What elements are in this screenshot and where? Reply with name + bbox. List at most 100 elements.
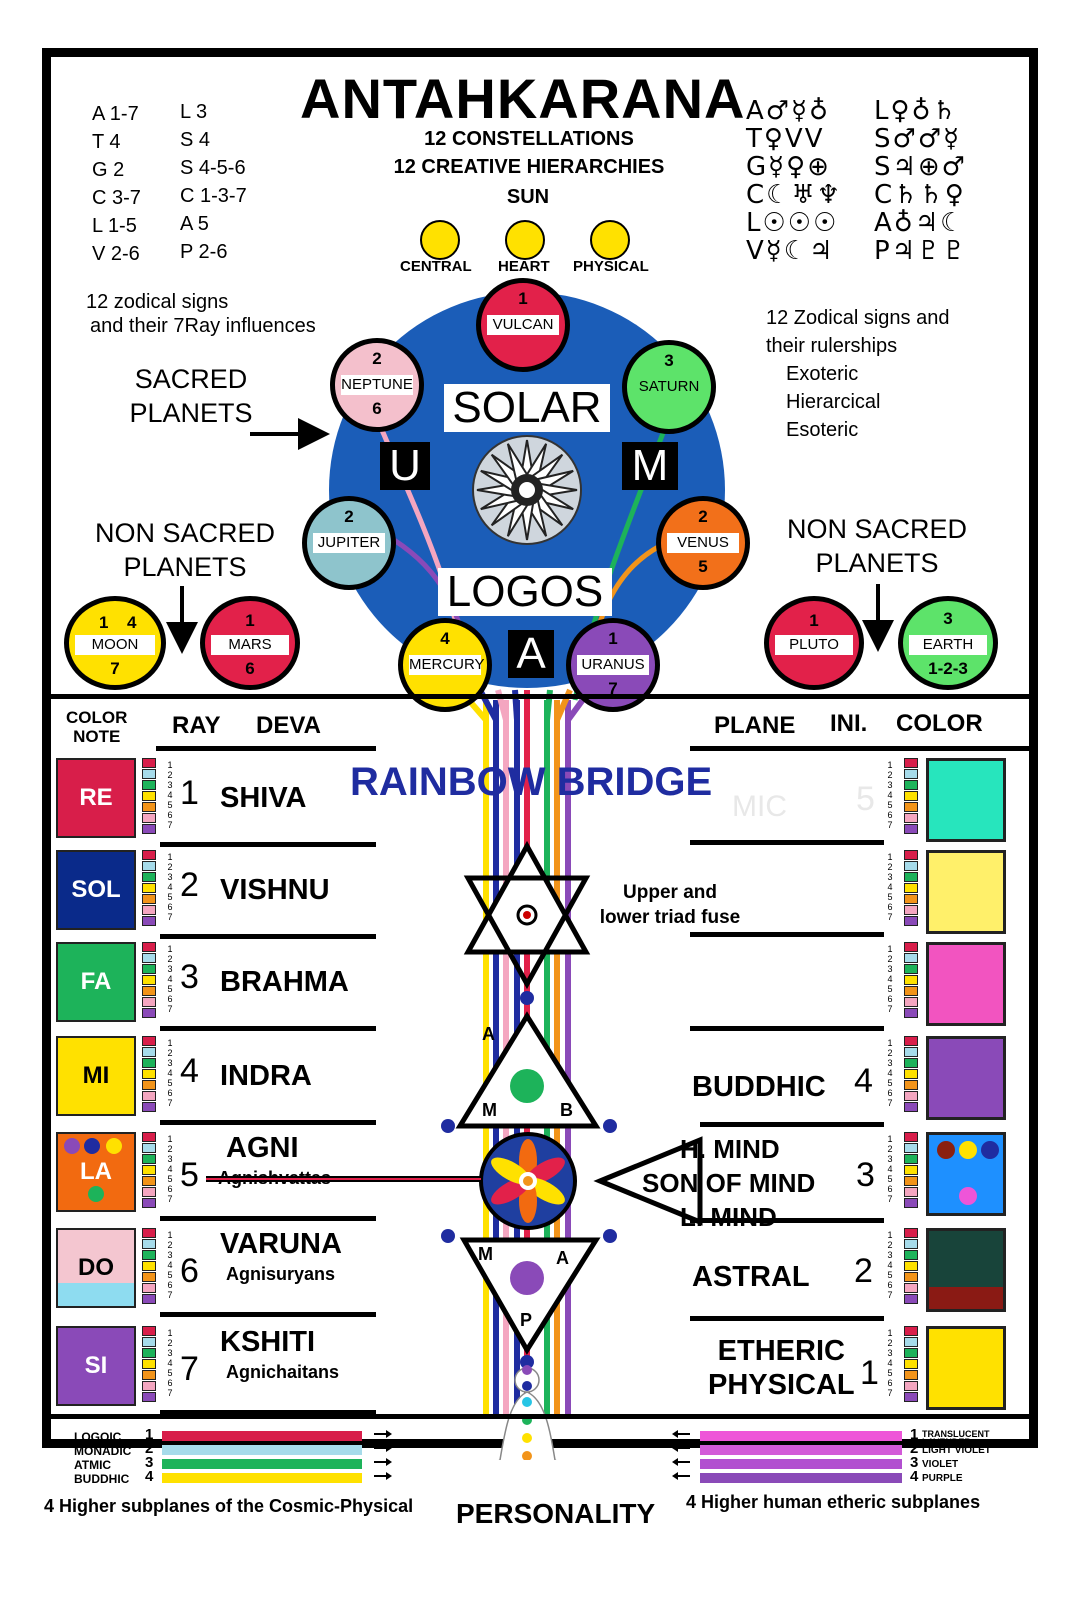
upper-triangle-dot — [510, 1069, 544, 1103]
row-divider — [690, 840, 884, 845]
solar-label: SOLAR — [444, 384, 610, 432]
ray-color-stripe — [142, 1132, 156, 1209]
deva-name: VARUNA — [220, 1228, 342, 1260]
row-divider — [160, 1410, 376, 1415]
code-right: S 4-5-6 — [180, 157, 246, 179]
legend-bar — [162, 1473, 362, 1483]
color-note-cell: MI — [56, 1036, 136, 1116]
code-left: T 4 — [92, 131, 121, 153]
legend-bar — [162, 1459, 362, 1469]
lower-triangle — [459, 1237, 601, 1355]
plane-color-stripe — [904, 1132, 918, 1209]
triad-fuse-note: Upper and lower triad fuse — [599, 882, 741, 928]
row-divider — [160, 934, 376, 939]
letter-u: U — [380, 442, 430, 490]
symbol-row: C♄♄♀ — [874, 180, 966, 210]
ray-color-stripe — [142, 1036, 156, 1113]
plane-color-box — [926, 1132, 1006, 1216]
plane-color-stripe — [904, 1326, 918, 1403]
legend-bar — [700, 1445, 902, 1455]
lower-triangle-p: P — [520, 1310, 533, 1330]
code-right: S 4 — [180, 129, 211, 151]
legend-label: VIOLET — [922, 1459, 959, 1470]
color-note-label: FA — [80, 968, 112, 995]
symbol-row: A♁♃☾ — [874, 208, 966, 238]
ray-influence-note: 12 zodical signs and their 7Ray influenc… — [86, 291, 316, 337]
ray-number: 6 — [180, 1252, 199, 1290]
legend-label: BUDDHIC — [74, 1472, 130, 1486]
planet-mars: 1 MARS 6 — [200, 596, 300, 690]
deva-name: VISHNU — [220, 874, 330, 906]
ini-mind: 3 — [856, 1156, 875, 1194]
plane-higher-mind: H. MIND — [680, 1134, 780, 1164]
ray-number: 5 — [180, 1156, 199, 1194]
meditating-figure-icon — [498, 1365, 557, 1460]
rainbow-bridge-title: RAINBOW BRIDGE — [350, 760, 713, 804]
ray-color-stripe — [142, 1228, 156, 1305]
lower-triangle-a: A — [556, 1248, 569, 1268]
heart-sun-circle — [505, 220, 545, 260]
row-divider — [160, 1312, 376, 1317]
sun-heart-label: HEART — [498, 258, 550, 275]
legend-arrow-icon — [372, 1442, 394, 1457]
row-divider — [160, 1216, 376, 1221]
deva-subtitle: Agnichaitans — [226, 1362, 340, 1382]
rulership-note: 12 Zodical signs and their rulerships Ex… — [766, 307, 950, 441]
non-sacred-right-label: NON SACRED PLANETS — [786, 514, 968, 578]
legend-number: 3 — [910, 1454, 919, 1471]
row-divider — [690, 1316, 884, 1321]
color-note-label: SI — [84, 1352, 108, 1379]
plane-color-stripe — [904, 942, 918, 1019]
footer-right-caption: 4 Higher human etheric subplanes — [686, 1492, 981, 1512]
symbol-row: P♃♇♇ — [874, 236, 968, 266]
legend-label: LOGOIC — [74, 1430, 122, 1444]
color-note-header: COLOR NOTE — [66, 708, 128, 746]
color-note-cell: FA — [56, 942, 136, 1022]
planet-saturn: 3 SATURN — [622, 340, 716, 434]
legend-label: MONADIC — [74, 1444, 132, 1458]
color-note-label: LA — [80, 1158, 112, 1185]
header-rule-right — [690, 746, 1030, 751]
ray-number: 3 — [180, 958, 199, 996]
subtitle-hierarchies: 12 CREATIVE HIERARCHIES — [393, 156, 665, 178]
ini-astral: 2 — [854, 1252, 873, 1290]
color-note-cell: SOL — [56, 850, 136, 930]
color-note-label: MI — [82, 1062, 110, 1089]
legend-label: LIGHT VIOLET — [922, 1445, 991, 1456]
color-note-label: RE — [79, 784, 113, 811]
legend-label: PURPLE — [922, 1473, 963, 1484]
symbol-row: L♀♁♄ — [874, 96, 958, 126]
deva-name: KSHITI — [220, 1326, 316, 1358]
upper-triangle-b: B — [560, 1100, 573, 1120]
ini-etheric: 1 — [860, 1354, 879, 1392]
deva-name: BRAHMA — [220, 966, 349, 998]
code-right: P 2-6 — [180, 241, 228, 263]
legend-arrow-icon — [372, 1428, 394, 1443]
pointer-arrows — [166, 418, 894, 654]
legend-bar — [162, 1431, 362, 1441]
code-right: A 5 — [180, 213, 209, 235]
sacred-planets-label: SACRED PLANETS — [129, 364, 253, 428]
plane-color-box — [926, 1036, 1006, 1120]
center-symbols — [206, 840, 703, 1460]
sun-central-label: CENTRAL — [400, 258, 472, 275]
sun-physical-label: PHYSICAL — [573, 258, 649, 275]
ray-number: 2 — [180, 866, 199, 904]
non-sacred-left-label: NON SACRED PLANETS — [94, 518, 276, 582]
symbol-row: T♀VV — [746, 124, 825, 154]
legend-bar — [700, 1459, 902, 1469]
mind-triangle — [593, 1136, 703, 1226]
deva-header: DEVA — [256, 712, 321, 739]
star-of-david-icon — [463, 840, 591, 990]
plane-color-box — [926, 942, 1006, 1026]
